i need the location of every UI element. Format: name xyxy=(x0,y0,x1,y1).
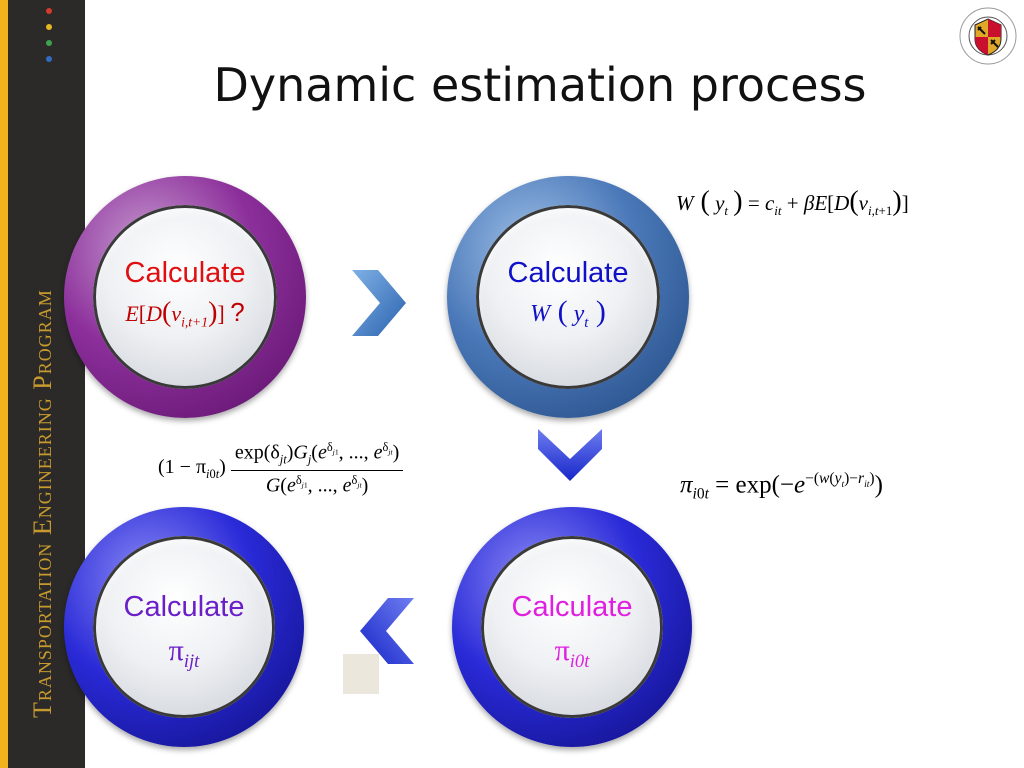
sidebar-dot-red xyxy=(46,8,52,14)
sidebar-dot-blue xyxy=(46,56,52,62)
step-circle-pi-i0t: Calculate πi0t xyxy=(452,507,692,747)
step-expression: E[D(vi,t+1)] ? xyxy=(125,297,245,330)
step-label: Calculate xyxy=(507,257,629,289)
step-label: Calculate xyxy=(124,257,246,289)
step-circle-inner: Calculate W ( yt ) xyxy=(476,205,660,389)
sidebar: Transportation Engineering Program xyxy=(0,0,85,768)
sidebar-accent-stripe xyxy=(0,0,8,768)
step-expression: πijt xyxy=(168,634,200,672)
formula-value-function: W ( yt ) = cit + βE[D(vi,t+1)] xyxy=(676,186,909,219)
step-circle-pi-ijt: Calculate πijt xyxy=(64,507,304,747)
step-circle-inner: Calculate E[D(vi,t+1)] ? xyxy=(93,205,277,389)
sidebar-dot-green xyxy=(46,40,52,46)
decorative-square xyxy=(343,654,379,694)
step-circle-value-function: Calculate W ( yt ) xyxy=(447,176,689,418)
sidebar-dot-yellow xyxy=(46,24,52,30)
formula-pi-ijt: (1 − πi0t) exp(δjt)Gj(eδj1, ..., eδjt) G… xyxy=(158,440,404,497)
step-expression: πi0t xyxy=(554,634,590,672)
chevron-down-icon xyxy=(538,429,602,481)
step-label: Calculate xyxy=(511,591,633,623)
step-circle-expected-value: Calculate E[D(vi,t+1)] ? xyxy=(64,176,306,418)
sidebar-program-name: Transportation Engineering Program xyxy=(28,289,57,718)
chevron-left-icon xyxy=(360,598,414,664)
chevron-right-icon xyxy=(352,270,406,336)
slide-title: Dynamic estimation process xyxy=(213,58,867,112)
step-circle-inner: Calculate πi0t xyxy=(481,536,663,718)
step-label: Calculate xyxy=(123,591,245,623)
step-expression: W ( yt ) xyxy=(530,295,606,331)
step-circle-inner: Calculate πijt xyxy=(93,536,275,718)
formula-pi-i0t: πi0t = exp(−e−(w(yt)−rit)) xyxy=(680,470,883,503)
university-seal-logo xyxy=(959,7,1017,65)
